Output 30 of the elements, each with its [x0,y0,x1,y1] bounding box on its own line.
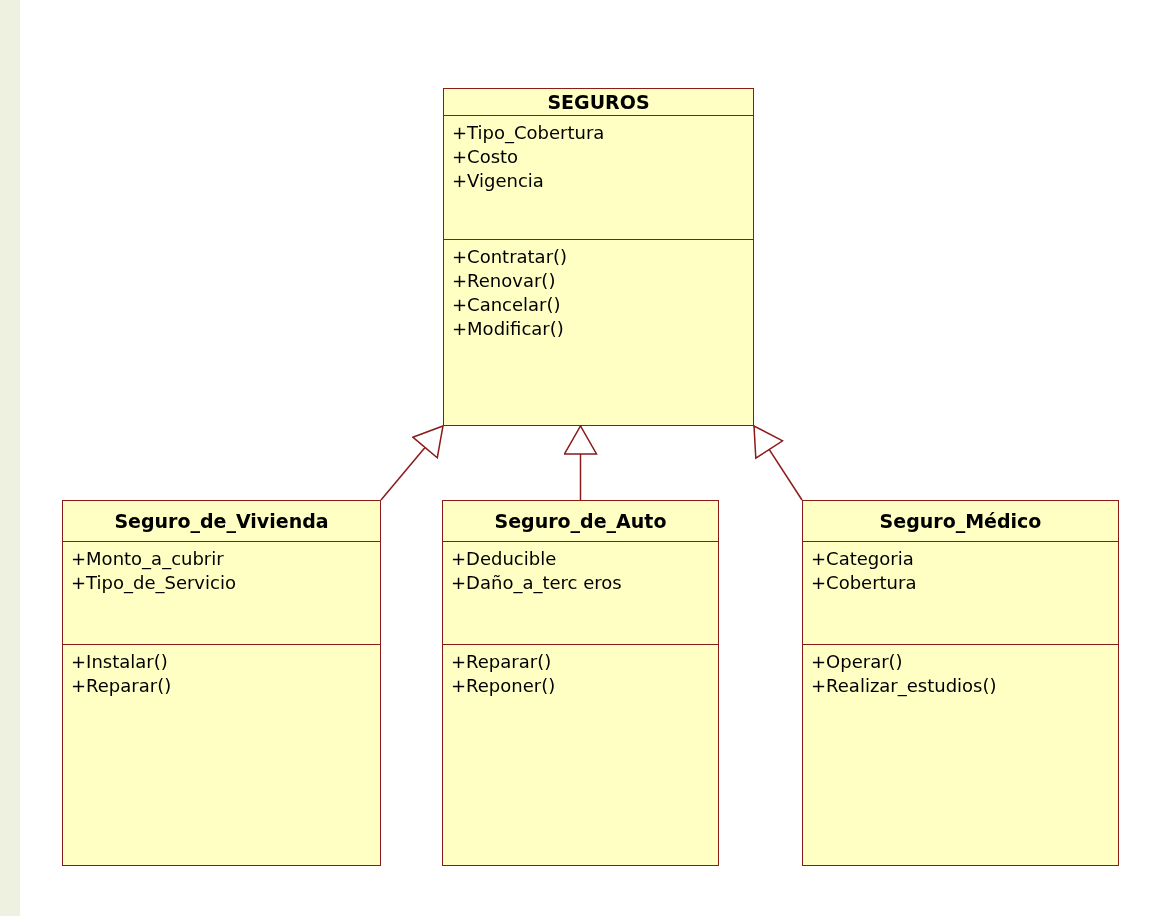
member-text: +Daño_a_terc eros [451,571,623,595]
member-text: +Reponer() [451,674,557,698]
member-text: +Categoria [811,547,915,571]
class-box [443,88,754,426]
member-text: +Modificar() [452,317,565,341]
member-text: +Renovar() [452,269,557,293]
member-text: +Monto_a_cubrir [71,547,225,571]
class-box [62,500,381,866]
member-text: +Instalar() [71,650,169,674]
member-text: +Costo [452,145,520,169]
member-text: +Reparar() [451,650,553,674]
member-text: +Cobertura [811,571,918,595]
member-text: +Operar() [811,650,904,674]
class-box [802,500,1119,866]
generalization-arrow [380,425,444,501]
class-box [442,500,719,866]
member-text: +Tipo_Cobertura [452,121,606,145]
class-name: Seguro_de_Auto [494,510,667,532]
member-text: +Reparar() [71,674,173,698]
member-text: +Tipo_de_Servicio [71,571,237,595]
generalization-arrow [753,425,803,501]
generalization-arrow [563,425,598,501]
member-text: +Deducible [451,547,558,571]
member-text: +Contratar() [452,245,569,269]
class-name: Seguro_de_Vivienda [114,510,329,532]
member-text: +Cancelar() [452,293,562,317]
class-name: SEGUROS [547,91,650,113]
member-text: +Realizar_estudios() [811,674,998,698]
member-text: +Vigencia [452,169,545,193]
class-name: Seguro_Médico [879,510,1042,532]
